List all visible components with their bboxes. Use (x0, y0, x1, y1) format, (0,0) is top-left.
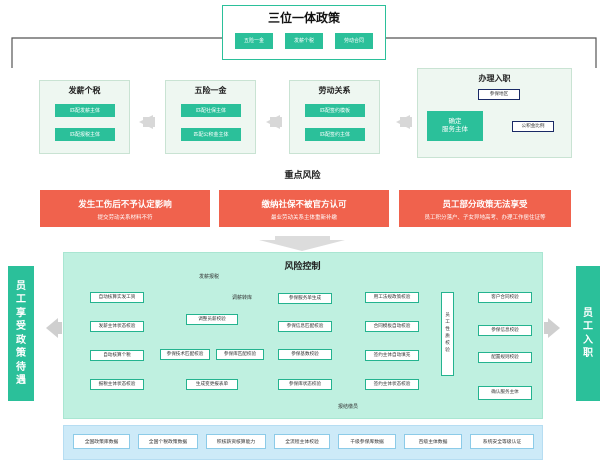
bottom-item-2: 全国个税政策数据 (138, 434, 198, 449)
col3-box-3: 参保基数校验 (278, 349, 332, 360)
panel-labor-title: 劳动关系 (318, 86, 351, 95)
col6-box-2: 参保信息校验 (478, 325, 532, 336)
col6-box-1: 客户合同校验 (478, 292, 532, 303)
col4-box-3: 签约主体自动填充 (365, 350, 419, 361)
panel-insurance-item-1: 匹配社保主体 (181, 104, 241, 117)
risk-1-title: 发生工伤后不予认定影响 (78, 200, 172, 210)
bottom-item-3: 积核薪资核算能力 (206, 434, 266, 449)
risk-2-sub: 最业劳动关系主体重新补缴 (270, 215, 337, 221)
panel-insurance-item-2: 匹配公积金主体 (181, 128, 241, 141)
panel-tax-title: 发薪个税 (68, 86, 101, 95)
label-insurance-result: 报结缴员 (338, 404, 359, 410)
col3-box-2: 参保信息匹配校验 (278, 321, 332, 332)
bottom-item-7: 系统安全等级认证 (470, 434, 534, 449)
top-policy-box (222, 5, 386, 60)
risk-control-title: 风险控制 (284, 262, 321, 272)
panel-labor-item-2: 匹配签约主体 (305, 128, 365, 141)
col2-bottom-box: 生成变更报表单 (186, 379, 238, 390)
risk-2-title: 缴纳社保不被官方认可 (261, 200, 347, 210)
onboard-insured-area: 参保地区 (478, 89, 520, 100)
risk-3-sub: 员工积分落户、子女异地高考、办理工作居住证等 (424, 215, 546, 221)
col1-box-4: 报税主体状态校验 (90, 379, 144, 390)
col2-mid-box-2: 参保库匹配校验 (216, 349, 264, 360)
col4-box-4: 签约主体状态校验 (365, 379, 419, 390)
onboard-company-ratio: 公积金比例 (512, 121, 554, 132)
col4-box-2: 合同模板自动校验 (365, 321, 419, 332)
risk-card-3: 员工部分政策无法享受 员工积分落户、子女异地高考、办理工作居住证等 (399, 190, 571, 227)
side-right-onboard: 员工入职 (576, 266, 600, 401)
col1-box-2: 发薪主体状态校验 (90, 321, 144, 332)
onboard-subject: 确定 服务主体 (427, 111, 483, 141)
col1-box-1: 自动核算实发工资 (90, 292, 144, 303)
col5-employee-nature: 员工性质校验 (441, 292, 454, 376)
risk-card-2: 缴纳社保不被官方认可 最业劳动关系主体重新补缴 (219, 190, 389, 227)
panel-labor (289, 80, 380, 154)
col2-mid-box-1: 参保技术匹配校验 (160, 349, 210, 360)
col6-box-4: 确认服务主体 (478, 386, 532, 400)
panel-tax-item-1: 匹配发薪主体 (55, 104, 115, 117)
panel-insurance-title: 五险一金 (194, 86, 227, 95)
risk-1-sub: 提交劳动关系材料不符 (97, 215, 153, 221)
panel-labor-item-1: 匹配签约模板 (305, 104, 365, 117)
risk-title: 重点风险 (284, 171, 321, 181)
panel-tax-item-2: 匹配报税主体 (55, 128, 115, 141)
bottom-item-1: 全国政策库数据 (73, 434, 130, 449)
col3-box-1: 参保服务单生成 (278, 293, 332, 304)
bottom-item-4: 全流程主体校验 (274, 434, 330, 449)
risk-card-1: 发生工伤后不予认定影响 提交劳动关系材料不符 (40, 190, 210, 227)
bottom-item-6: 百级主体数据 (404, 434, 462, 449)
risk-3-title: 员工部分政策无法享受 (442, 200, 528, 210)
col6-box-3: 配置规则校验 (478, 352, 532, 363)
label-payroll: 发薪报税 (199, 274, 220, 280)
panel-tax (39, 80, 130, 154)
top-item-insurance: 五险一金 (235, 33, 273, 49)
top-title: 三位一体政策 (267, 11, 340, 25)
col1-box-3: 自动核算个税 (90, 350, 144, 361)
top-item-tax: 发薪个税 (285, 33, 323, 49)
top-item-contract: 劳动合同 (335, 33, 373, 49)
risk-control-panel (63, 252, 543, 419)
col4-box-1: 用工法规政策校验 (365, 292, 419, 303)
panel-onboard-title: 办理入职 (478, 74, 511, 83)
bottom-item-5: 千级参保库数据 (338, 434, 396, 449)
col3-box-4: 参保库状态校验 (278, 379, 332, 390)
col2-top-box: 调整员薪校验 (186, 314, 238, 325)
panel-insurance (165, 80, 256, 154)
side-left-benefits: 员工享受政策待遇 (8, 266, 34, 401)
label-adjust: 调薪转库 (232, 295, 253, 301)
